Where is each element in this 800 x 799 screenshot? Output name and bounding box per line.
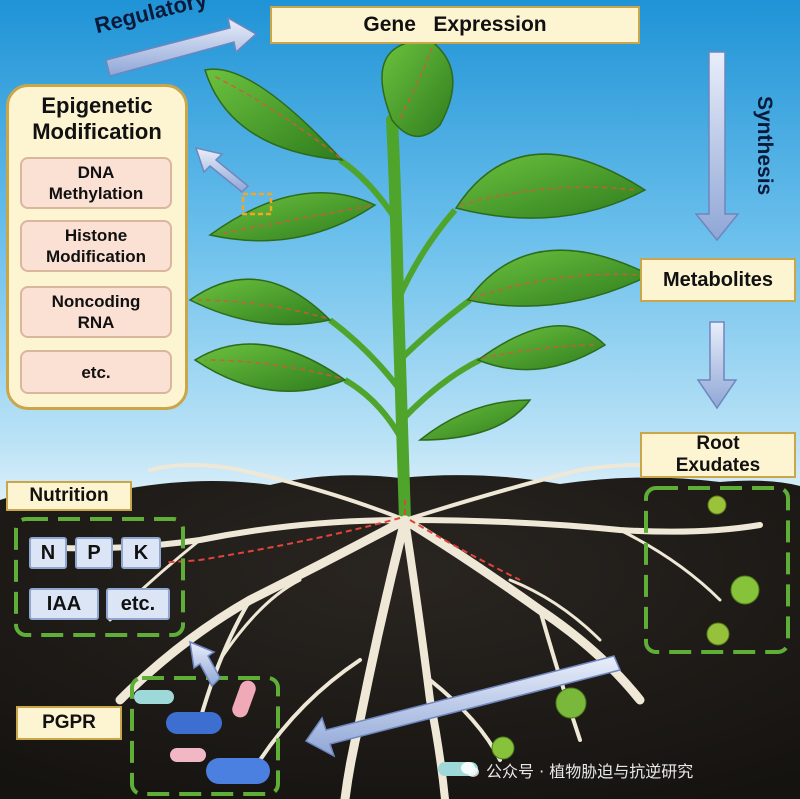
pgpr-box: PGPR xyxy=(16,706,122,740)
nutrition-label: Nutrition xyxy=(29,485,109,506)
epigenetic-item-label: Histone Modification xyxy=(45,226,147,266)
plant-stem xyxy=(386,114,411,526)
epigenetic-item-label: Noncoding RNA xyxy=(51,292,141,332)
epigenetic-title: Epigenetic Modification xyxy=(32,93,162,144)
nutrient-label: P xyxy=(87,541,101,564)
epigenetic-item-label: etc. xyxy=(81,362,111,382)
bacteria xyxy=(134,680,478,784)
nutrient-label: IAA xyxy=(46,592,82,615)
nutrient-p: P xyxy=(75,537,113,569)
nutrient-label: K xyxy=(133,541,149,564)
pgpr-label: PGPR xyxy=(42,712,96,733)
nutrition-box: Nutrition xyxy=(6,481,132,511)
metabolites-label: Metabolites xyxy=(662,268,774,291)
nutrient-n: N xyxy=(29,537,67,569)
epigenetic-item-noncoding-rna: Noncoding RNA xyxy=(20,286,172,338)
exudates-dashed-box xyxy=(644,486,790,654)
epigenetic-item-histone-modification: Histone Modification xyxy=(20,220,172,272)
epigenetic-item-label: DNA Methylation xyxy=(48,163,144,203)
epigenetic-item-dna-methylation: DNA Methylation xyxy=(20,157,172,209)
nutrition-dashed-box xyxy=(14,517,185,637)
root-exudates-box: Root Exudates xyxy=(640,432,796,478)
flow-arrows xyxy=(105,16,740,758)
watermark: 公众号 · 植物胁迫与抗逆研究 xyxy=(460,758,693,782)
nutrient-label: etc. xyxy=(120,592,156,615)
exudate-droplets xyxy=(491,495,760,760)
nutrient-iaa: IAA xyxy=(29,588,99,620)
leaves xyxy=(188,39,652,441)
metabolites-box: Metabolites xyxy=(640,258,796,302)
root-exudates-label: Root Exudates xyxy=(675,433,761,476)
watermark-text: 公众号 · 植物胁迫与抗逆研究 xyxy=(486,762,694,781)
nutrient-k: K xyxy=(121,537,161,569)
gene-expression-box: Gene Expression xyxy=(270,6,640,44)
nutrient-etc: etc. xyxy=(106,588,170,620)
roots xyxy=(57,463,763,799)
wechat-icon xyxy=(461,762,479,777)
epigenetic-item-etc: etc. xyxy=(20,350,172,394)
gene-expression-label: Gene Expression xyxy=(363,13,547,36)
synthesis-label: Synthesis xyxy=(753,96,776,196)
leaf-veins xyxy=(197,47,641,379)
nutrient-label: N xyxy=(40,541,56,564)
